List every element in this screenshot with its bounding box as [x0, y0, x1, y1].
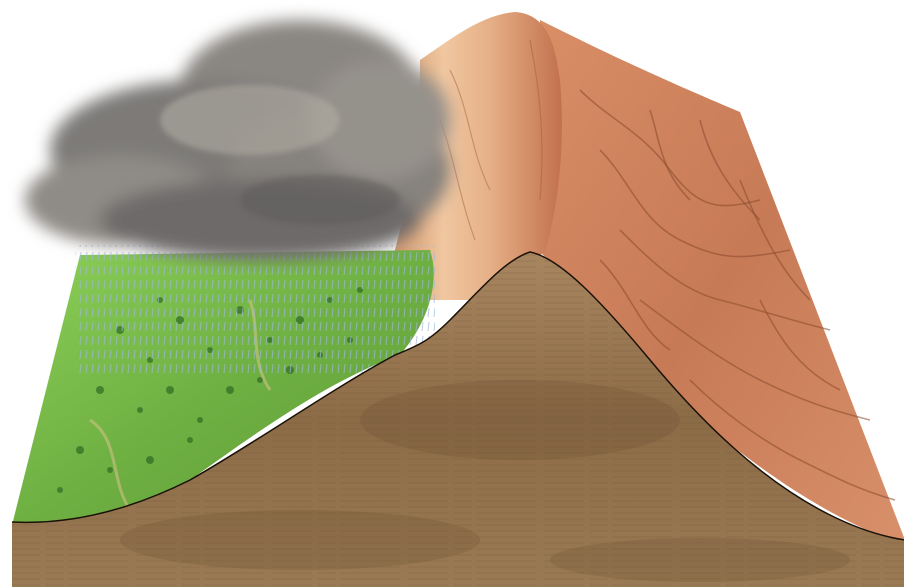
rainfall	[75, 245, 435, 375]
